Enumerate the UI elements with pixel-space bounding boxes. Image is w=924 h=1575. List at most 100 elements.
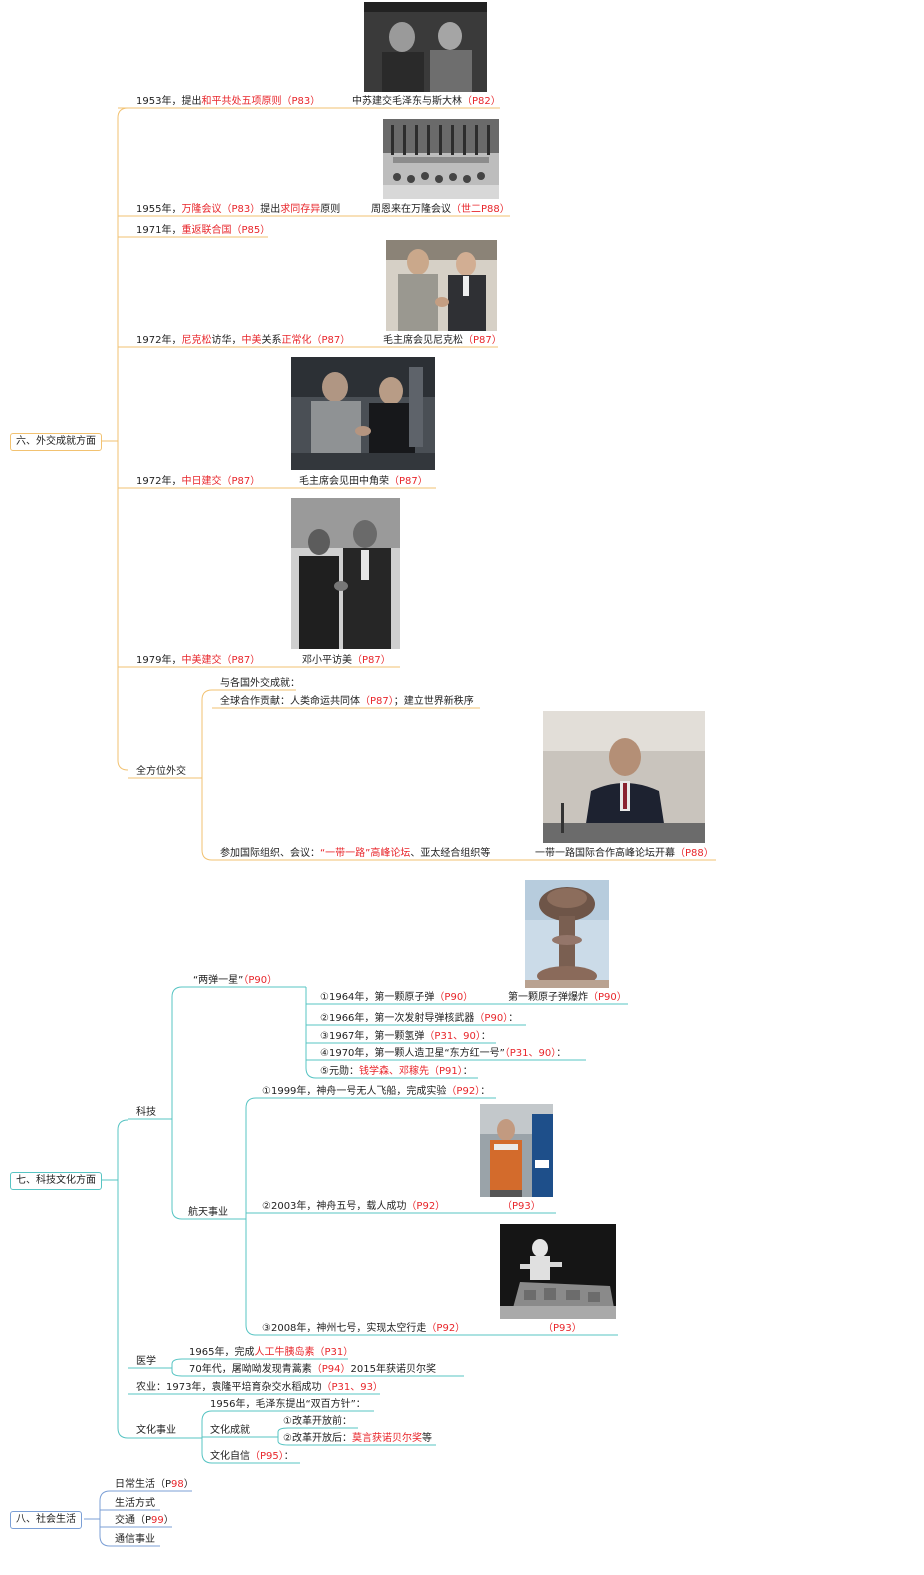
node-bomb-5-keyword: 钱学森、邓稼先 xyxy=(358,1066,429,1077)
caption-page-ref: （P87） xyxy=(389,476,428,487)
node-1955[interactable]: 1955年，万隆会议（P83）提出求同存异原则 xyxy=(136,203,340,216)
node-agriculture[interactable]: 农业：1973年，袁隆平培育杂交水稻成功（P31、93） xyxy=(136,1381,383,1394)
node-med-2[interactable]: 70年代，屠呦呦发现青蒿素（P94）2015年获诺贝尔奖 xyxy=(189,1363,436,1376)
node-after-reform-text2: 等 xyxy=(421,1433,432,1444)
node-1953[interactable]: 1953年，提出和平共处五项原则（P83） xyxy=(136,95,320,108)
node-1979-page-ref: （P87） xyxy=(221,655,261,666)
node-space-2-text: ②2003年，神舟五号，载人成功 xyxy=(262,1201,407,1212)
node-space-2[interactable]: ②2003年，神舟五号，载人成功（P92） xyxy=(262,1200,445,1213)
node-space-3-text: ③2008年，神州七号，实现太空行走 xyxy=(262,1323,427,1334)
node-1953-page-ref: （P83） xyxy=(281,96,321,107)
node-bomb-2-colon: ： xyxy=(508,1013,519,1024)
caption-text: 毛主席会见尼克松 xyxy=(383,335,463,346)
diplomacy-root-node[interactable]: 六、外交成就方面 xyxy=(10,433,102,451)
node-omni-l2-page-ref: （P87） xyxy=(360,696,394,707)
node-1971[interactable]: 1971年，重返联合国（P85） xyxy=(136,224,270,237)
node-daily-life-close: ） xyxy=(183,1479,194,1490)
node-culture-before-reform[interactable]: ①改革开放前： xyxy=(283,1416,352,1427)
node-agri-text: 农业：1973年，袁隆平培育杂交水稻成功 xyxy=(136,1382,322,1393)
node-med-1-keyword: 人工牛胰岛素 xyxy=(254,1347,315,1358)
node-med-1-text: 1965年，完成 xyxy=(189,1347,255,1358)
caption-text: 毛主席会见田中角荣 xyxy=(299,476,389,487)
node-daily-life-text: 日常生活（P xyxy=(115,1479,172,1490)
node-culture[interactable]: 文化事业 xyxy=(136,1425,176,1436)
node-space-1[interactable]: ①1999年，神舟一号无人飞船，完成实验（P92）： xyxy=(262,1085,490,1098)
node-1972-page-ref: （P87） xyxy=(311,335,351,346)
node-tech[interactable]: 科技 xyxy=(136,1107,156,1118)
node-1972-text2: 访华， xyxy=(211,335,242,346)
node-med-1[interactable]: 1965年，完成人工牛胰岛素（P31） xyxy=(189,1346,353,1359)
node-omni-l2[interactable]: 全球合作贡献：人类命运共同体（P87）；建立世界新秩序 xyxy=(220,695,474,708)
node-med-1-page-ref: （P31） xyxy=(314,1347,354,1358)
node-1972-text3: 关系 xyxy=(261,335,282,346)
caption-text: 第一颗原子弹爆炸 xyxy=(508,992,588,1003)
node-omni-l1[interactable]: 与各国外交成就： xyxy=(220,678,300,689)
node-space-1-page-ref: （P92） xyxy=(446,1086,481,1097)
node-bomb-1[interactable]: ①1964年，第一颗原子弹（P90） xyxy=(320,991,473,1004)
node-1972-keyword: 尼克松 xyxy=(181,335,212,346)
science-root-node[interactable]: 七、科技文化方面 xyxy=(10,1172,102,1190)
node-bomb-4[interactable]: ④1970年，第一颗人造卫星“东方红一号”（P31、90）： xyxy=(320,1047,566,1060)
node-two-bombs-text: “两弹一星” xyxy=(193,975,244,986)
caption-deng-visit: 邓小平访美（P87） xyxy=(302,654,391,667)
node-1955-keyword: 万隆会议 xyxy=(181,204,222,215)
node-bomb-3-page-ref: （P31、90） xyxy=(424,1031,481,1042)
photo-mao-nixon xyxy=(386,240,497,331)
node-communications[interactable]: 通信事业 xyxy=(115,1534,155,1545)
photo-mao-stalin xyxy=(364,2,487,92)
node-bomb-5[interactable]: ⑤元勋：钱学森、邓稼先（P91）： xyxy=(320,1065,473,1078)
node-space-1-text: ①1999年，神舟一号无人飞船，完成实验 xyxy=(262,1086,447,1097)
node-transport[interactable]: 交通（P99） xyxy=(115,1514,174,1527)
node-1971-text: 1971年， xyxy=(136,225,182,236)
node-1955-text2: 提出 xyxy=(260,204,281,215)
node-culture-achievements[interactable]: 文化成就 xyxy=(210,1425,250,1436)
node-two-bombs-one-star[interactable]: “两弹一星”（P90） xyxy=(193,974,277,987)
node-space-3[interactable]: ③2008年，神州七号，实现太空行走（P92） xyxy=(262,1322,465,1335)
node-medicine[interactable]: 医学 xyxy=(136,1356,156,1367)
node-daily-life[interactable]: 日常生活（P98） xyxy=(115,1478,194,1491)
node-cultural-confidence[interactable]: 文化自信（P95）： xyxy=(210,1450,294,1463)
node-culture-after-reform[interactable]: ②改革开放后：莫言获诺贝尔奖等 xyxy=(283,1432,432,1445)
node-bomb-5-text: ⑤元勋： xyxy=(320,1066,359,1077)
node-lifestyle[interactable]: 生活方式 xyxy=(115,1498,155,1509)
node-1979[interactable]: 1979年，中美建交（P87） xyxy=(136,654,260,667)
node-transport-close: ） xyxy=(163,1515,174,1526)
node-confidence-page-ref: （P95） xyxy=(250,1451,284,1462)
caption-page-ref: （P87） xyxy=(352,655,391,666)
node-1972-keyword3: 正常化 xyxy=(281,335,312,346)
node-omni-l3[interactable]: 参加国际组织、会议：“一带一路”高峰论坛、亚太经合组织等 xyxy=(220,847,490,860)
node-med-2-page-ref: （P94） xyxy=(311,1364,351,1375)
node-1972-japan[interactable]: 1972年，中日建交（P87） xyxy=(136,475,260,488)
node-omni-diplomacy[interactable]: 全方位外交 xyxy=(136,766,186,777)
caption-mao-tanaka: 毛主席会见田中角荣（P87） xyxy=(299,475,428,488)
node-bomb-1-text: ①1964年，第一颗原子弹 xyxy=(320,992,435,1003)
caption-belt-road: 一带一路国际合作高峰论坛开幕（P88） xyxy=(535,847,714,860)
node-1972b-text: 1972年， xyxy=(136,476,182,487)
node-after-reform-keyword: 莫言获诺贝尔奖 xyxy=(351,1433,422,1444)
caption-shenzhou7: （P93） xyxy=(543,1323,582,1334)
caption-mao-nixon: 毛主席会见尼克松（P87） xyxy=(383,334,502,347)
node-med-2-text: 70年代，屠呦呦发现青蒿素 xyxy=(189,1364,312,1375)
node-bomb-3[interactable]: ③1967年，第一颗氢弹（P31、90）： xyxy=(320,1030,491,1043)
caption-text: 一带一路国际合作高峰论坛开幕 xyxy=(535,848,675,859)
caption-bandung: 周恩来在万隆会议（世二P88） xyxy=(371,203,510,216)
node-bomb-1-page-ref: （P90） xyxy=(434,992,474,1003)
node-1953-keyword: 和平共处五项原则 xyxy=(201,96,282,107)
node-culture-1[interactable]: 1956年，毛泽东提出“双百方针”： xyxy=(210,1399,366,1410)
node-space-1-colon: ： xyxy=(480,1086,491,1097)
photo-mao-tanaka xyxy=(291,357,435,470)
social-root-node[interactable]: 八、社会生活 xyxy=(10,1511,82,1529)
node-bomb-5-page-ref: （P91） xyxy=(428,1066,463,1077)
photo-bandung-conference xyxy=(383,119,499,199)
caption-page-ref: （世二P88） xyxy=(451,204,510,215)
node-bomb-2[interactable]: ②1966年，第一次发射导弹核武器（P90）： xyxy=(320,1012,518,1025)
node-1979-text: 1979年， xyxy=(136,655,182,666)
photo-shenzhou7-spacewalk xyxy=(500,1224,616,1319)
node-space-program[interactable]: 航天事业 xyxy=(188,1207,228,1218)
node-omni-l2-text: 全球合作贡献：人类命运共同体 xyxy=(220,696,360,707)
node-1972-nixon[interactable]: 1972年，尼克松访华，中美关系正常化（P87） xyxy=(136,334,350,347)
photo-deng-visit-us xyxy=(291,498,400,649)
photo-atomic-bomb-explosion xyxy=(525,880,609,988)
node-transport-page: 99 xyxy=(151,1515,164,1526)
